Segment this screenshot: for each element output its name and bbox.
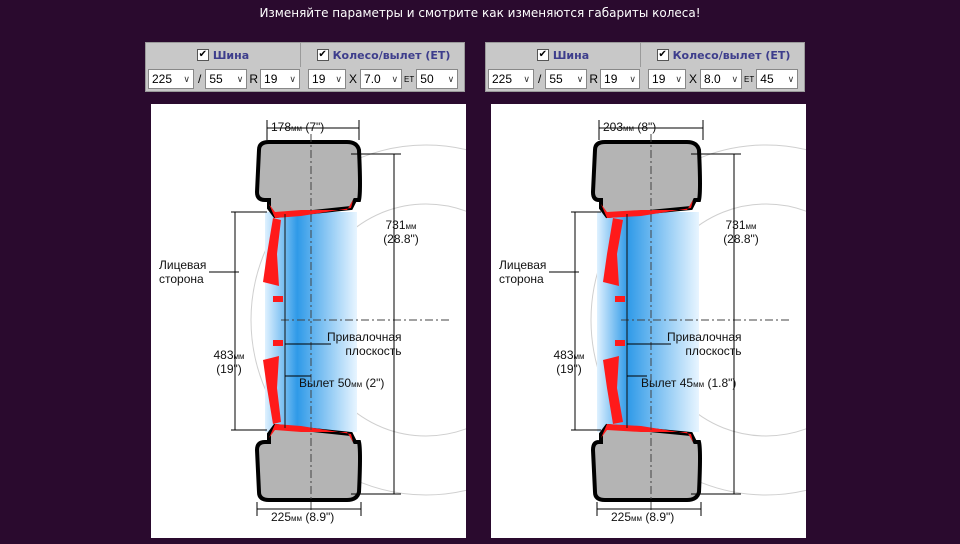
et-separator: ET: [744, 74, 755, 84]
chevron-down-icon: ∨: [335, 73, 343, 84]
outer-diameter-circle: [590, 144, 806, 496]
outer-diameter-circle: [250, 144, 466, 496]
rim-diameter-label: 483мм(19"): [553, 348, 585, 376]
chevron-down-icon: ∨: [183, 73, 190, 84]
tire-checkbox[interactable]: ✔: [536, 49, 549, 61]
x-separator: X: [689, 72, 698, 86]
rim-bottom-flange: [601, 424, 693, 442]
r-separator: R: [249, 72, 259, 86]
top-width-label: 203мм (8"): [603, 120, 657, 134]
wheel-spoke-bottom: [603, 356, 623, 424]
tire-diameter-select[interactable]: 19∨: [600, 69, 641, 89]
tire-bottom-section: [590, 423, 702, 502]
wheel-checkbox[interactable]: ✔: [656, 49, 669, 61]
tire-width-select[interactable]: 225∨: [488, 69, 534, 89]
wheel-spoke-top: [263, 218, 281, 286]
rim-top-flange: [269, 200, 353, 218]
wheel-diameter-select[interactable]: 19∨: [308, 69, 347, 89]
wheel-spoke-top: [603, 218, 623, 286]
tire-bottom-section: [254, 423, 362, 502]
chevron-down-icon: ∨: [576, 73, 584, 84]
slash-separator: /: [538, 72, 542, 86]
et-select[interactable]: 50∨: [416, 69, 459, 89]
et-separator: ET: [404, 74, 415, 84]
chevron-down-icon: ∨: [447, 73, 455, 84]
left-parameters-panel: ✔ Шина ✔ Колесо/вылет (ET) 225∨ / 55∨ R …: [145, 42, 465, 92]
rim-diameter-label: 483мм(19"): [213, 348, 245, 376]
wheel-cross-section-drawing: [549, 120, 806, 516]
tire-width-label: 225мм (8.9"): [611, 510, 675, 524]
wheel-label: Колесо/вылет (ET): [332, 48, 451, 62]
et-select[interactable]: 45∨: [756, 69, 799, 89]
rim-bottom-flange: [269, 424, 353, 442]
chevron-down-icon: ∨: [523, 73, 530, 84]
chevron-down-icon: ∨: [731, 73, 739, 84]
tire-header: ✔ Шина: [486, 43, 641, 67]
wheel-diameter-select[interactable]: 19∨: [648, 69, 687, 89]
wheel-width-select[interactable]: 8.0∨: [700, 69, 743, 89]
chevron-down-icon: ∨: [629, 73, 637, 84]
wheel-label: Колесо/вылет (ET): [672, 48, 791, 62]
parameters-row: 225∨ / 55∨ R 19∨ 19∨ X 8.0∨ ET 45∨: [488, 68, 802, 90]
hub-mount-bottom: [273, 340, 283, 346]
hub-mount-top: [615, 296, 625, 302]
tire-top-section: [254, 140, 362, 219]
chevron-down-icon: ∨: [675, 73, 683, 84]
wheel-spoke-bottom: [263, 356, 281, 424]
tire-width-label: 225мм (8.9"): [271, 510, 335, 524]
tire-profile-select[interactable]: 55∨: [545, 69, 588, 89]
tire-profile-select[interactable]: 55∨: [205, 69, 248, 89]
tire-label: Шина: [212, 48, 250, 62]
tire-width-select[interactable]: 225∨: [148, 69, 194, 89]
tire-top-section: [590, 140, 702, 219]
chevron-down-icon: ∨: [391, 73, 399, 84]
outer-diameter-label: 731мм(28.8"): [383, 218, 419, 246]
page-title: Изменяйте параметры и смотрите как измен…: [259, 6, 701, 20]
chevron-down-icon: ∨: [289, 73, 297, 84]
wheel-width-select[interactable]: 7.0∨: [360, 69, 403, 89]
wheel-header: ✔ Колесо/вылет (ET): [641, 43, 806, 67]
tire-checkbox[interactable]: ✔: [196, 49, 209, 61]
hub-mount-top: [273, 296, 283, 302]
offset-label: Вылет 50мм (2"): [299, 376, 385, 390]
x-separator: X: [349, 72, 358, 86]
outer-diameter-label: 731мм(28.8"): [723, 218, 759, 246]
rim-top-flange: [601, 200, 693, 218]
hub-mount-bottom: [615, 340, 625, 346]
wheel-header: ✔ Колесо/вылет (ET): [301, 43, 466, 67]
offset-label: Вылет 45мм (1.8"): [641, 376, 737, 390]
wheel-checkbox[interactable]: ✔: [316, 49, 329, 61]
top-width-label: 178мм (7"): [271, 120, 325, 134]
slash-separator: /: [198, 72, 202, 86]
chevron-down-icon: ∨: [787, 73, 795, 84]
tire-header: ✔ Шина: [146, 43, 301, 67]
r-separator: R: [589, 72, 599, 86]
right-parameters-panel: ✔ Шина ✔ Колесо/вылет (ET) 225∨ / 55∨ R …: [485, 42, 805, 92]
parameters-row: 225∨ / 55∨ R 19∨ 19∨ X 7.0∨ ET 50∨: [148, 68, 462, 90]
wheel-cross-section-drawing: [209, 120, 466, 516]
tire-diameter-select[interactable]: 19∨: [260, 69, 301, 89]
tire-label: Шина: [552, 48, 590, 62]
chevron-down-icon: ∨: [236, 73, 244, 84]
